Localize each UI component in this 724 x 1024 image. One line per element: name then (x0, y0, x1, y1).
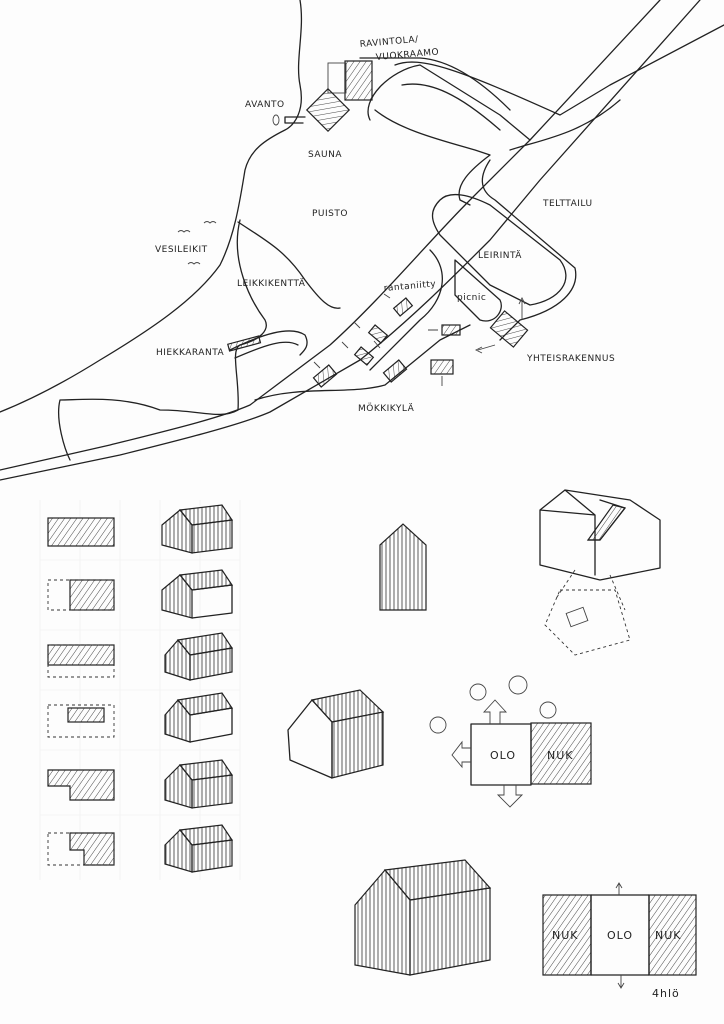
label-vuokraamo: VUOKRAAMO (375, 47, 439, 63)
restaurant-annex (327, 62, 347, 94)
label-mokkikyla: MÖKKIKYLÄ (358, 403, 415, 414)
upper-road (367, 64, 531, 206)
camping-outer-road (454, 159, 577, 341)
sleeping-room-left (542, 894, 592, 976)
plan1-label-olo: OLO (490, 749, 516, 762)
label-sauna: SAUNA (308, 150, 342, 160)
beach-loungers (227, 335, 262, 352)
cottage-iso-sketch-bottom (354, 859, 492, 976)
label-picnic: picnic (457, 293, 486, 303)
label-leikkikentta: LEIKKIKENTTÄ (237, 278, 306, 289)
variant-iso-drawings (161, 504, 234, 873)
upper-right-road (394, 24, 724, 151)
cottage-front-elevation (379, 523, 427, 611)
floor-plan-1: OLO NUK (429, 675, 592, 808)
camping-area-road (431, 193, 567, 306)
plan2-label-nuk-right: NUK (655, 929, 682, 942)
plan1-label-nuk: NUK (547, 749, 574, 762)
restaurant-road (359, 57, 511, 111)
variant-plan-3 (47, 644, 115, 666)
variant-plan-5 (47, 769, 115, 801)
ice-hole-icon (272, 114, 280, 126)
variant-plan-6 (69, 832, 115, 866)
arrow-icon (474, 296, 526, 354)
label-yhteisrakennus: YHTEISRAKENNUS (526, 354, 615, 364)
sleeping-room-right (648, 894, 697, 976)
cottage-village (312, 293, 461, 388)
cottage-variants (39, 500, 241, 880)
common-building (489, 310, 529, 348)
main-road (0, 0, 661, 471)
pier (284, 116, 306, 124)
site-map: RAVINTOLA/ VUOKRAAMO AVANTO SAUNA PUISTO… (0, 0, 724, 481)
variant-plan-2 (69, 579, 115, 611)
door-arrow-icon (451, 699, 524, 808)
door-arrow-icon (615, 882, 625, 989)
variant-plan-4 (67, 707, 105, 723)
plan2-label-olo: OLO (607, 929, 633, 942)
label-avanto: AVANTO (245, 100, 285, 110)
floor-plan-2: NUK OLO NUK 4hlö (542, 882, 697, 1000)
sleeping-room (530, 722, 592, 785)
cottage-iso-sketch-top (539, 489, 661, 656)
shoreline (0, 0, 303, 413)
sauna-building (305, 87, 351, 133)
cottage-road (254, 249, 471, 401)
label-telttailu: TELTTAILU (542, 199, 593, 209)
label-leirinta: LEIRINTÄ (478, 250, 522, 261)
label-puisto: PUISTO (312, 209, 348, 219)
plan2-label-capacity: 4hlö (652, 987, 680, 1000)
label-ravintola: RAVINTOLA/ (359, 35, 419, 50)
water-waves (177, 221, 217, 265)
plan2-label-nuk-left: NUK (552, 929, 579, 942)
label-hiekkaranta: HIEKKARANTA (156, 348, 224, 358)
park-boundary (237, 221, 341, 309)
label-vesileikit: VESILEIKIT (155, 245, 208, 255)
tree-icons (429, 675, 557, 734)
variant-plan-1 (47, 517, 115, 547)
cottage-iso-sketch-middle (287, 689, 385, 779)
label-rantaniitty: rantaniitty (383, 279, 436, 294)
restaurant-building (344, 60, 373, 101)
